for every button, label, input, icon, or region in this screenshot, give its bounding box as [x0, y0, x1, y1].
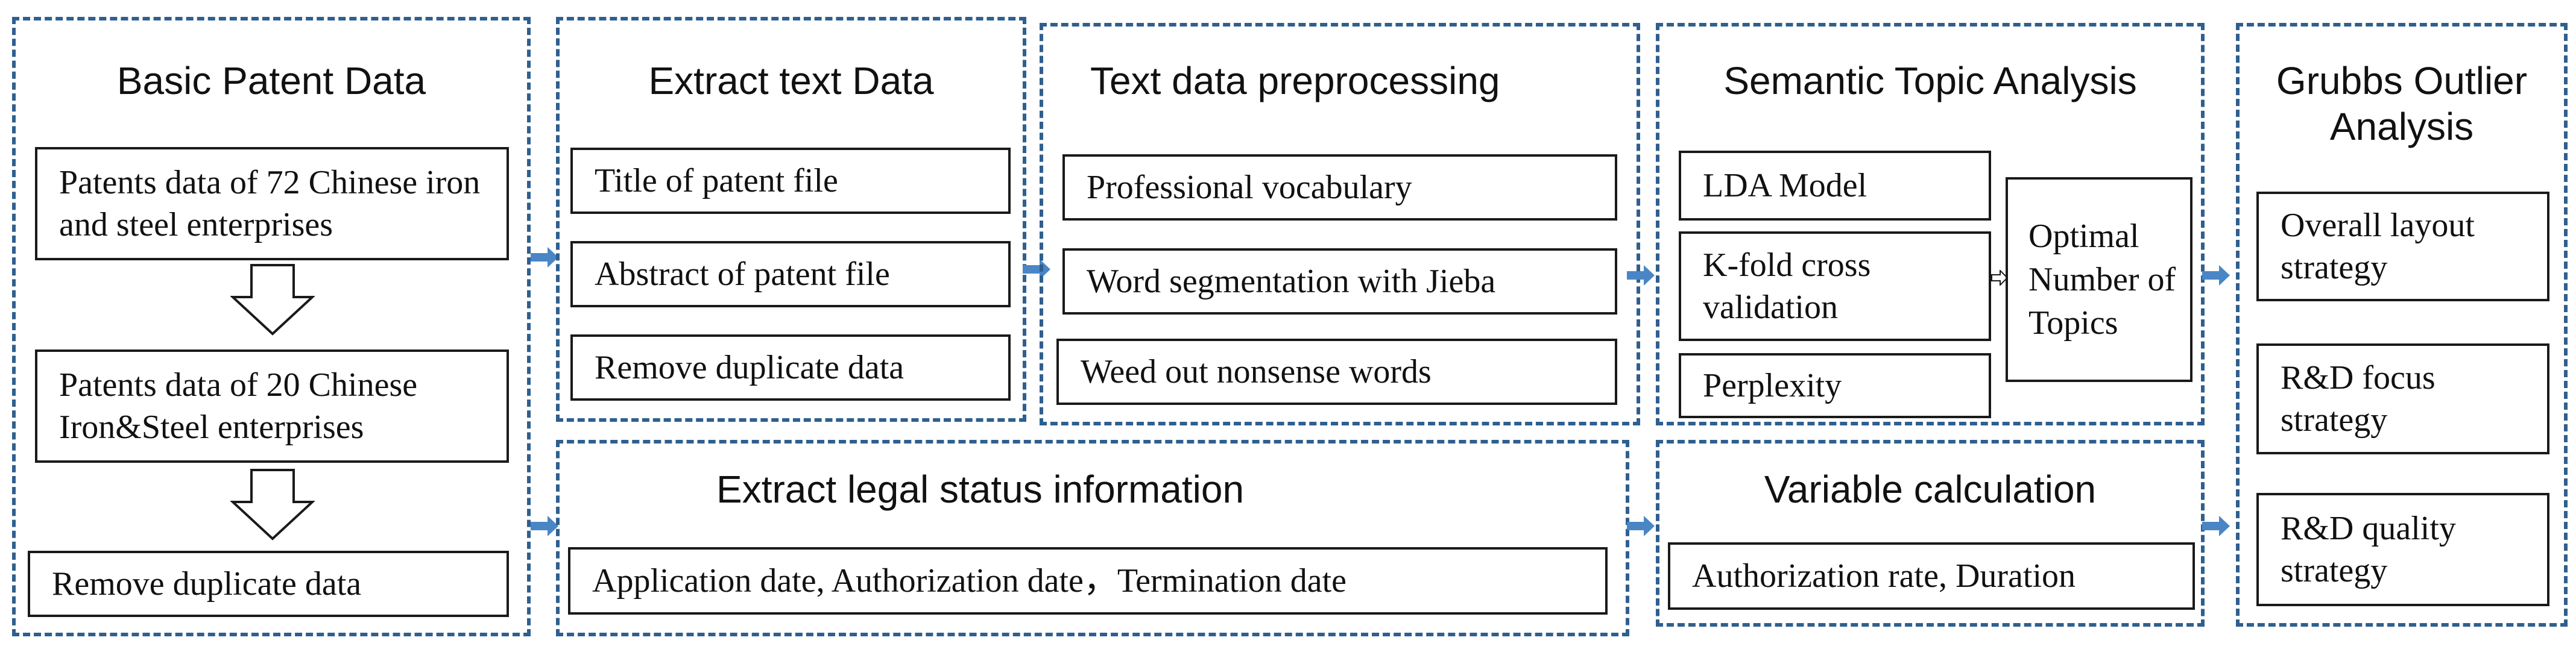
- right-arrow-icon: [1023, 259, 1050, 280]
- box-patents-20: Patents data of 20 Chinese Iron&Steel en…: [35, 349, 509, 463]
- group-variable-calculation: Variable calculation: [1656, 440, 2205, 627]
- group-extract-text-data: Extract text Data: [556, 17, 1026, 422]
- right-arrow-icon: [531, 516, 558, 536]
- box-patents-72: Patents data of 72 Chinese iron and stee…: [35, 147, 509, 260]
- box-authorization-rate-duration: Authorization rate, Duration: [1668, 542, 2195, 610]
- right-arrow-icon: [2202, 516, 2230, 536]
- down-arrow-icon: [230, 469, 315, 541]
- box-kfold-cross-validation: K-fold cross validation: [1679, 231, 1991, 341]
- group-extract-legal-status: Extract legal status information: [556, 440, 1629, 636]
- box-perplexity: Perplexity: [1679, 353, 1991, 418]
- small-right-arrow-icon: [1991, 270, 2008, 286]
- box-title-of-patent: Title of patent file: [570, 148, 1011, 214]
- group-title: Grubbs Outlier Analysis: [2276, 59, 2528, 148]
- box-remove-duplicate-extract: Remove duplicate data: [570, 334, 1011, 401]
- group-title: Extract legal status information: [716, 468, 1245, 511]
- box-rd-quality-strategy: R&D quality strategy: [2256, 493, 2549, 606]
- right-arrow-icon: [2202, 265, 2230, 286]
- group-grubbs-outlier-analysis: Grubbs Outlier Analysis: [2236, 23, 2568, 627]
- box-optimal-number-topics: Optimal Number of Topics: [2006, 177, 2192, 382]
- group-title: Basic Patent Data: [116, 59, 426, 102]
- group-title: Variable calculation: [1764, 468, 2097, 511]
- box-rd-focus-strategy: R&D focus strategy: [2256, 343, 2549, 454]
- right-arrow-icon: [531, 247, 558, 268]
- box-legal-dates: Application date, Authorization date，Ter…: [568, 547, 1608, 615]
- box-remove-duplicate-basic: Remove duplicate data: [28, 551, 509, 617]
- group-title: Text data preprocessing: [1090, 59, 1500, 102]
- box-weed-out-nonsense: Weed out nonsense words: [1056, 339, 1617, 405]
- box-overall-layout-strategy: Overall layout strategy: [2256, 192, 2549, 301]
- group-basic-patent-data: Basic Patent Data: [12, 17, 531, 636]
- box-professional-vocabulary: Professional vocabulary: [1062, 154, 1617, 221]
- right-arrow-icon: [1627, 516, 1655, 536]
- box-word-segmentation: Word segmentation with Jieba: [1062, 248, 1617, 315]
- down-arrow-icon: [230, 264, 315, 336]
- group-title: Extract text Data: [648, 59, 934, 102]
- box-lda-model: LDA Model: [1679, 151, 1991, 221]
- group-text-preprocessing: Text data preprocessing: [1040, 23, 1640, 425]
- group-semantic-topic-analysis: Semantic Topic Analysis: [1656, 23, 2205, 425]
- group-title: Semantic Topic Analysis: [1723, 59, 2137, 102]
- box-abstract-of-patent: Abstract of patent file: [570, 241, 1011, 307]
- right-arrow-icon: [1627, 265, 1655, 286]
